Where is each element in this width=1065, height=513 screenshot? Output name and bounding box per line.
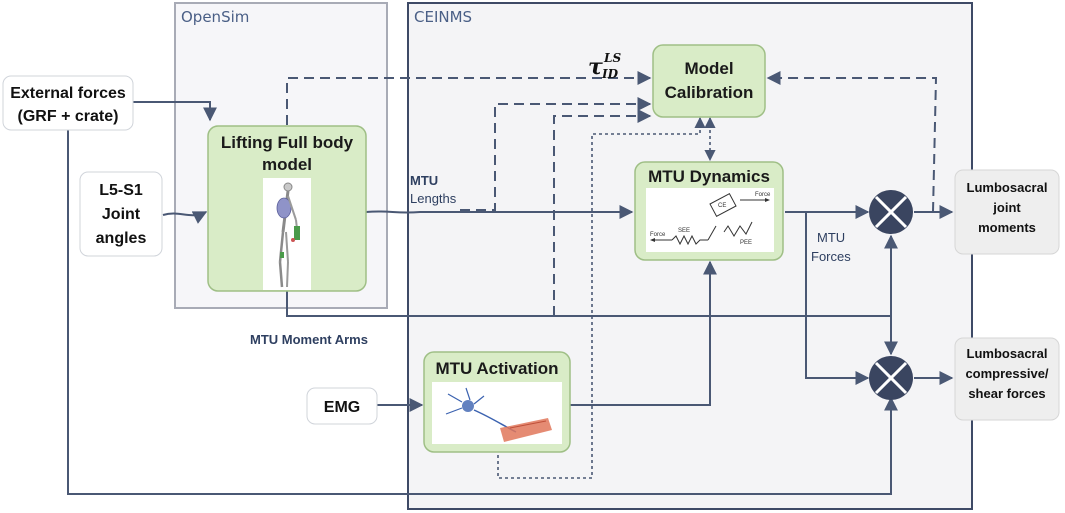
- mtu-forces-line1: MTU: [817, 230, 845, 245]
- connections: [67, 71, 954, 495]
- force-right-label: Force: [755, 192, 771, 198]
- hill-muscle-model-icon: Force SEE CE PEE Force: [650, 192, 771, 246]
- connector-external-bottom: [67, 130, 898, 495]
- joint-moments-output: Lumbosacral joint moments: [954, 169, 1060, 255]
- motor-neuron-icon: [445, 387, 552, 442]
- lifting-model-line2: model: [262, 155, 312, 174]
- compressive-shear-output: Lumbosacral compressive/ shear forces: [954, 337, 1060, 421]
- tau-label: τ LS ID: [588, 51, 621, 81]
- joint-moments-line2: joint: [992, 200, 1021, 215]
- mtu-activation-block: MTU Activation: [423, 351, 571, 453]
- connector-tau: [286, 71, 652, 125]
- connector-arms-calib: [553, 109, 652, 316]
- see-label: SEE: [678, 228, 690, 234]
- tau-subscript: ID: [601, 67, 619, 81]
- connector-feedback: [766, 71, 938, 213]
- l5s1-line3: angles: [96, 230, 147, 247]
- connector-mtu-lengths: [365, 205, 634, 219]
- connector-lengths-calib: [460, 97, 652, 211]
- compressive-line3: shear forces: [968, 386, 1045, 401]
- emg-label: EMG: [324, 399, 360, 416]
- joint-moments-line1: Lumbosacral: [967, 180, 1048, 195]
- ceinms-label: CEINMS: [414, 8, 472, 26]
- tau-superscript: LS: [603, 51, 621, 65]
- ce-label: CE: [718, 203, 726, 209]
- pee-label: PEE: [740, 240, 752, 246]
- l5s1-line2: Joint: [102, 206, 141, 223]
- mtu-activation-title: MTU Activation: [435, 359, 558, 378]
- external-forces-box: External forces (GRF + crate): [2, 75, 134, 131]
- compressive-line1: Lumbosacral: [967, 346, 1048, 361]
- joint-moments-line3: moments: [978, 220, 1036, 235]
- mtu-dynamics-block: MTU Dynamics Force SEE CE PEE Force: [634, 161, 784, 261]
- model-calibration-line1: Model: [684, 59, 733, 78]
- l5s1-line1: L5-S1: [99, 182, 143, 199]
- compressive-line2: compressive/: [965, 366, 1048, 381]
- force-left-label: Force: [650, 232, 666, 238]
- hill-model-frame: [646, 188, 774, 252]
- mtu-moment-arms-label: MTU Moment Arms: [250, 332, 368, 347]
- connector-forces-compressive: [805, 212, 870, 385]
- mtu-dynamics-title: MTU Dynamics: [648, 167, 770, 186]
- lifting-model-block: Lifting Full body model: [207, 125, 367, 292]
- mtu-forces-line2: Forces: [811, 249, 851, 264]
- opensim-label: OpenSim: [181, 8, 249, 26]
- neuron-image-frame: [432, 382, 562, 444]
- lifting-model-line1: Lifting Full body: [221, 133, 354, 152]
- connector-activation-loop: [497, 116, 706, 479]
- emg-box: EMG: [306, 387, 378, 425]
- compressive-junction: [869, 356, 913, 400]
- model-calibration-block: Model Calibration: [652, 44, 766, 118]
- connector-moment-arms: [286, 290, 891, 317]
- external-forces-line2: (GRF + crate): [18, 108, 119, 125]
- external-forces-line1: External forces: [10, 85, 126, 102]
- l5s1-box: L5-S1 Joint angles: [79, 171, 163, 257]
- joint-moments-junction: [869, 190, 913, 234]
- connector-external-forces: [125, 101, 217, 122]
- model-calibration-line2: Calibration: [665, 83, 754, 102]
- tau-symbol: τ: [588, 54, 603, 80]
- mtu-lengths-line1: MTU: [410, 173, 438, 188]
- connector-l5s1: [162, 211, 208, 224]
- mtu-lengths-line2: Lengths: [410, 191, 457, 206]
- connector-activation-dynamics: [570, 260, 717, 406]
- skeleton-icon: [276, 182, 300, 288]
